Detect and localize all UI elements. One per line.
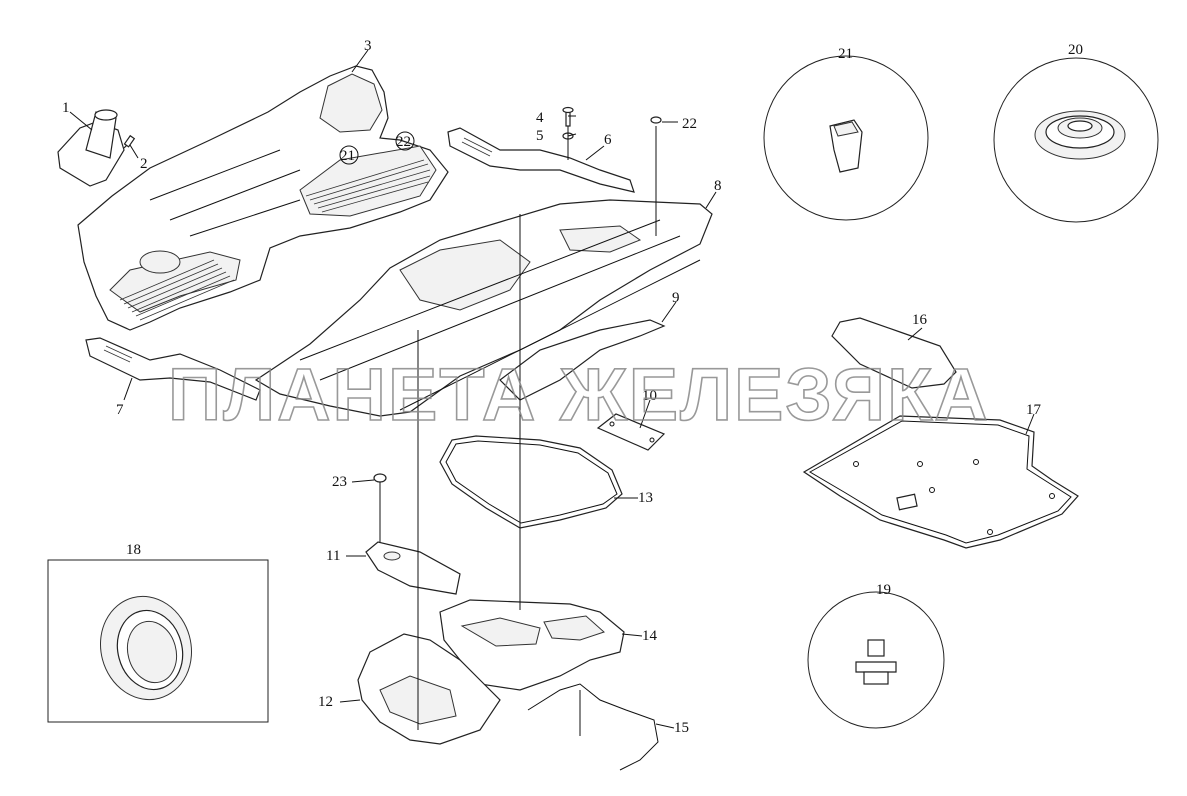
- callout-10: 10: [642, 388, 657, 404]
- assembly-guide-lines: [417, 116, 662, 736]
- callout-21: 21: [838, 46, 853, 62]
- callout-22: 22: [682, 116, 697, 132]
- callout-12: 12: [318, 694, 333, 710]
- detail-view-18: [47, 559, 269, 723]
- callout-8: 8: [714, 178, 722, 194]
- callout-13: 13: [638, 490, 653, 506]
- sill-plate-6: [447, 106, 635, 193]
- seal-ring-13: [439, 435, 623, 529]
- callout-labels: 1 2 3 4 5 6 7 8 9 10 11 12 13 14 15 16 1…: [62, 38, 1083, 736]
- wire-15: [527, 683, 659, 771]
- callout-11: 11: [326, 548, 340, 564]
- sill-plate-7: [85, 337, 261, 401]
- callout-21-on-floor: 21: [340, 148, 355, 164]
- callout-1: 1: [62, 100, 70, 116]
- cover-11: [365, 473, 461, 595]
- callout-19: 19: [876, 582, 891, 598]
- detail-view-19: [807, 591, 945, 729]
- detail-view-21: [763, 55, 929, 221]
- cover-plate-10: [596, 413, 666, 451]
- callout-3: 3: [364, 38, 372, 54]
- callout-4: 4: [536, 110, 544, 126]
- center-floor-panel: [254, 199, 713, 417]
- detail-view-20: [993, 57, 1159, 223]
- front-floor-left-ribs: [119, 259, 235, 321]
- callout-2: 2: [140, 156, 148, 172]
- front-floor-panel: [77, 65, 449, 331]
- rear-floor-14: [439, 599, 625, 691]
- watermark: ПЛАНЕТА ЖЕЛЕЗЯКА: [168, 353, 990, 436]
- rear-side-panel: [499, 319, 666, 401]
- callout-6: 6: [604, 132, 612, 148]
- callout-22-on-floor: 22: [396, 134, 411, 150]
- callout-5: 5: [536, 128, 544, 144]
- callout-23: 23: [332, 474, 347, 490]
- callout-14: 14: [642, 628, 658, 644]
- leader-lines: [69, 49, 1035, 729]
- callout-18: 18: [126, 542, 141, 558]
- gear-boot-assembly: [57, 109, 136, 187]
- callout-20: 20: [1068, 42, 1083, 58]
- callout-17: 17: [1026, 402, 1042, 418]
- callout-7: 7: [116, 402, 124, 418]
- callout-16: 16: [912, 312, 928, 328]
- mat-16: [831, 317, 957, 389]
- front-floor-right-ribs: [305, 159, 431, 213]
- callout-9: 9: [672, 290, 680, 306]
- callout-15: 15: [674, 720, 689, 736]
- mat-17: [802, 415, 1079, 549]
